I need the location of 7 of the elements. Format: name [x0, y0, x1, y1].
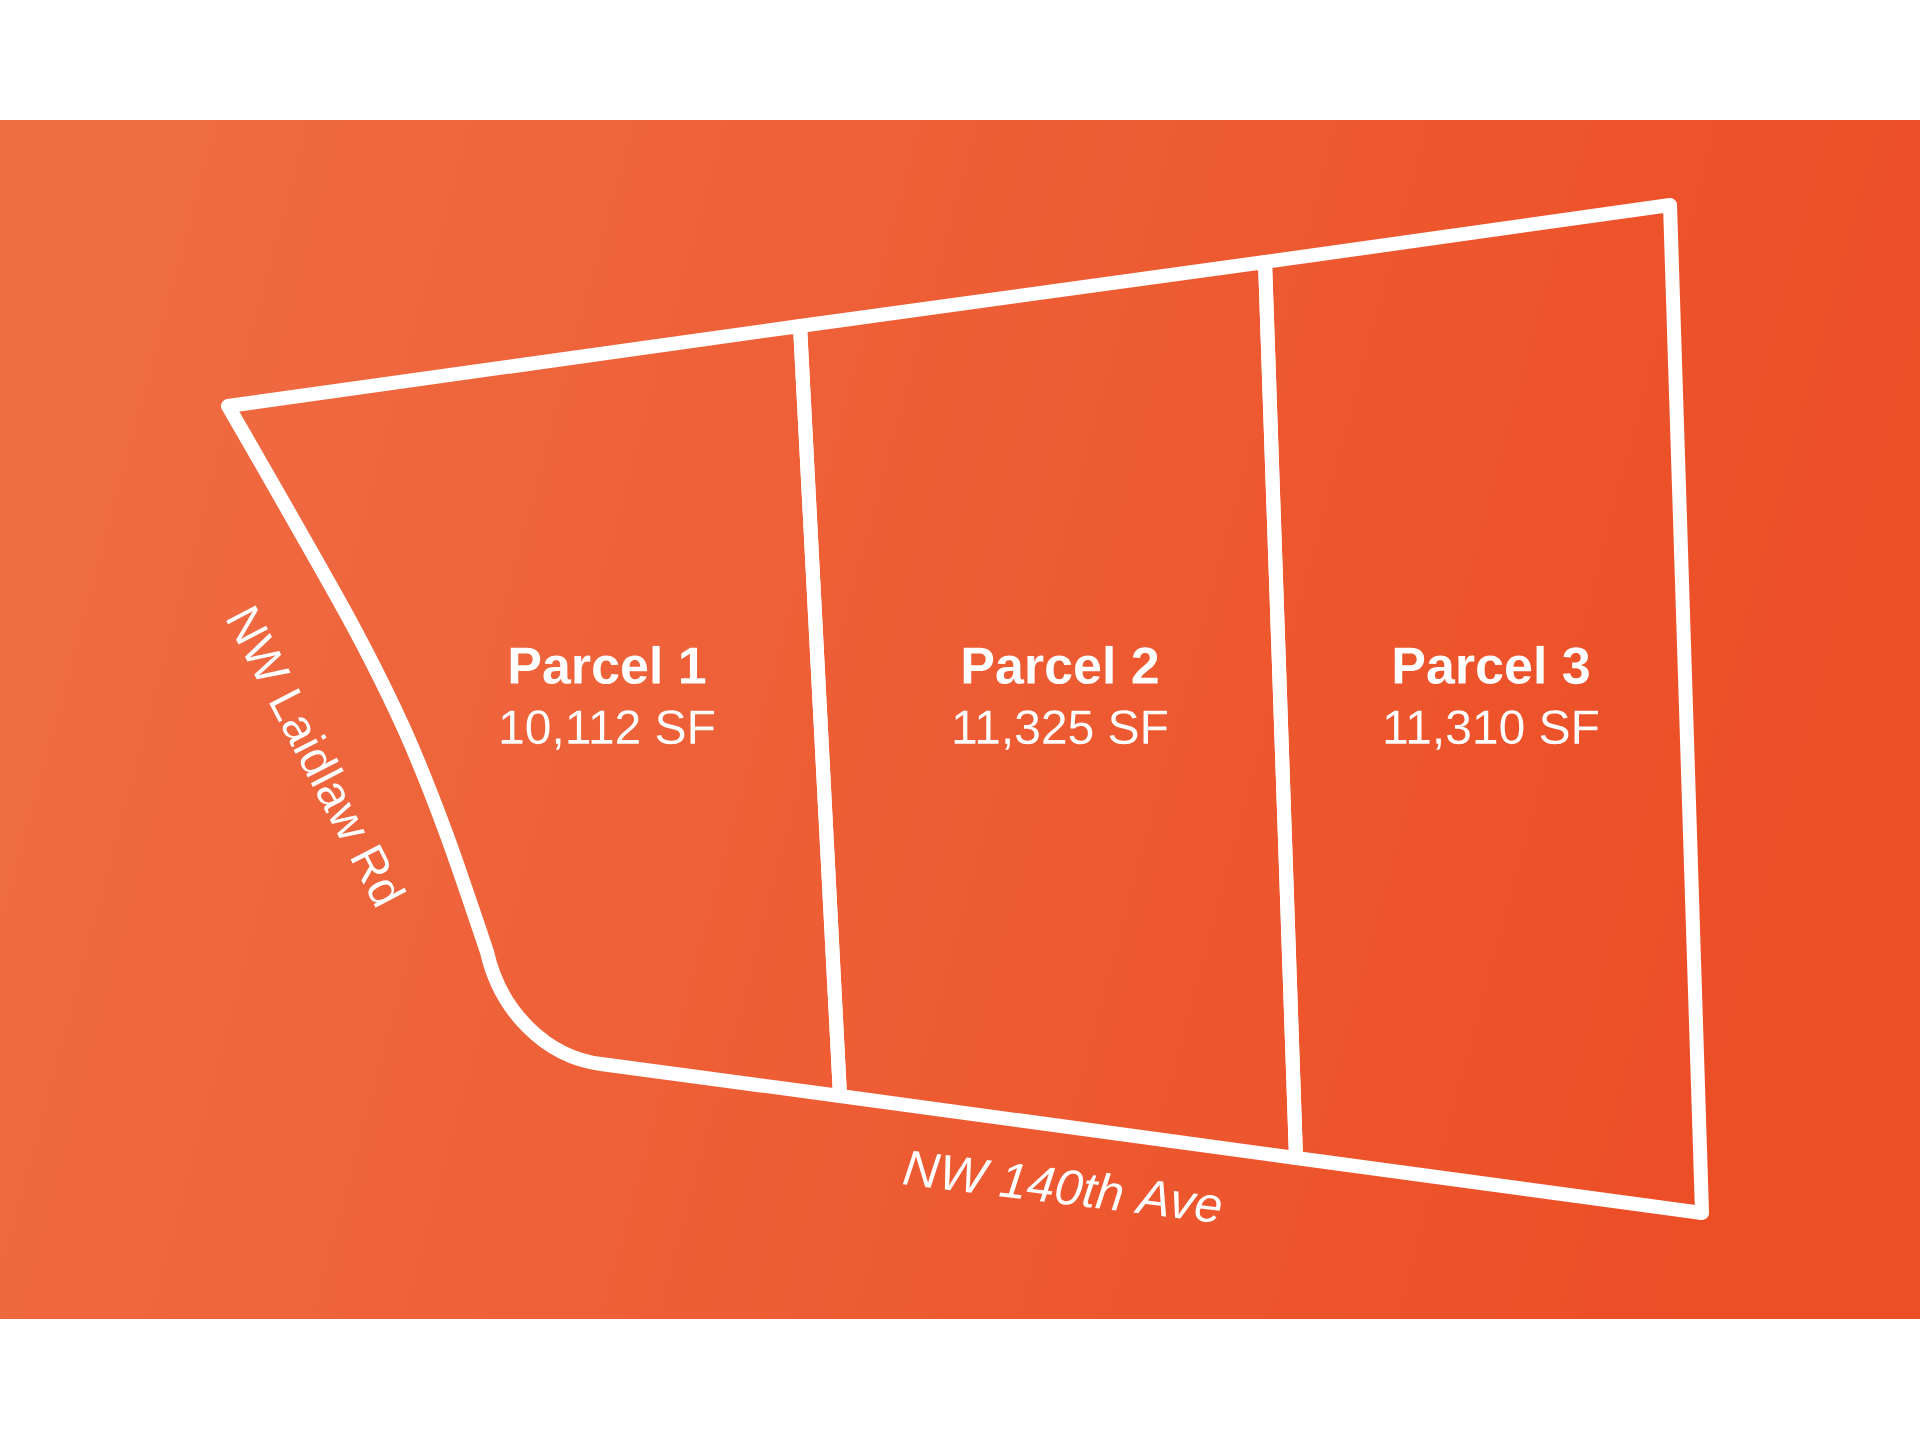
area-label: 11,325 SF: [954, 710, 1167, 750]
parcel-name: Parcel 3: [1394, 645, 1589, 685]
parcel-name: Parcel 1: [510, 645, 706, 685]
area-label: 10,112 SF: [501, 710, 714, 750]
parcel-name: Parcel 2: [963, 645, 1158, 685]
area-label: 11,310 SF: [1385, 710, 1598, 750]
street-name: NW 140th Ave: [902, 1151, 1221, 1223]
